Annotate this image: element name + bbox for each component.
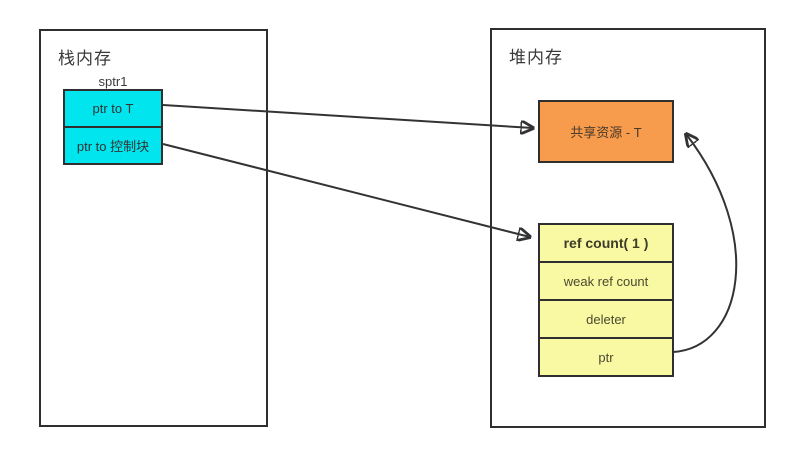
ptr-row: ptr — [538, 337, 674, 377]
stack-memory-title: 栈内存 — [58, 49, 112, 68]
heap-memory-panel: 堆内存 共享资源 - T ref count( 1 ) weak ref cou… — [490, 28, 766, 428]
ptr-to-control-block-cell: ptr to 控制块 — [63, 126, 163, 165]
shared-resource-box: 共享资源 - T — [538, 100, 674, 163]
ptr-to-t-cell: ptr to T — [63, 89, 163, 128]
deleter-row: deleter — [538, 299, 674, 339]
control-block-table: ref count( 1 ) weak ref count deleter pt… — [538, 223, 674, 377]
sptr1-label: sptr1 — [98, 74, 128, 89]
sptr1-object: ptr to T ptr to 控制块 — [63, 89, 163, 165]
heap-memory-title: 堆内存 — [509, 48, 563, 67]
weak-ref-count-row: weak ref count — [538, 261, 674, 301]
ref-count-row: ref count( 1 ) — [538, 223, 674, 263]
stack-memory-panel: 栈内存 sptr1 ptr to T ptr to 控制块 — [39, 29, 268, 427]
